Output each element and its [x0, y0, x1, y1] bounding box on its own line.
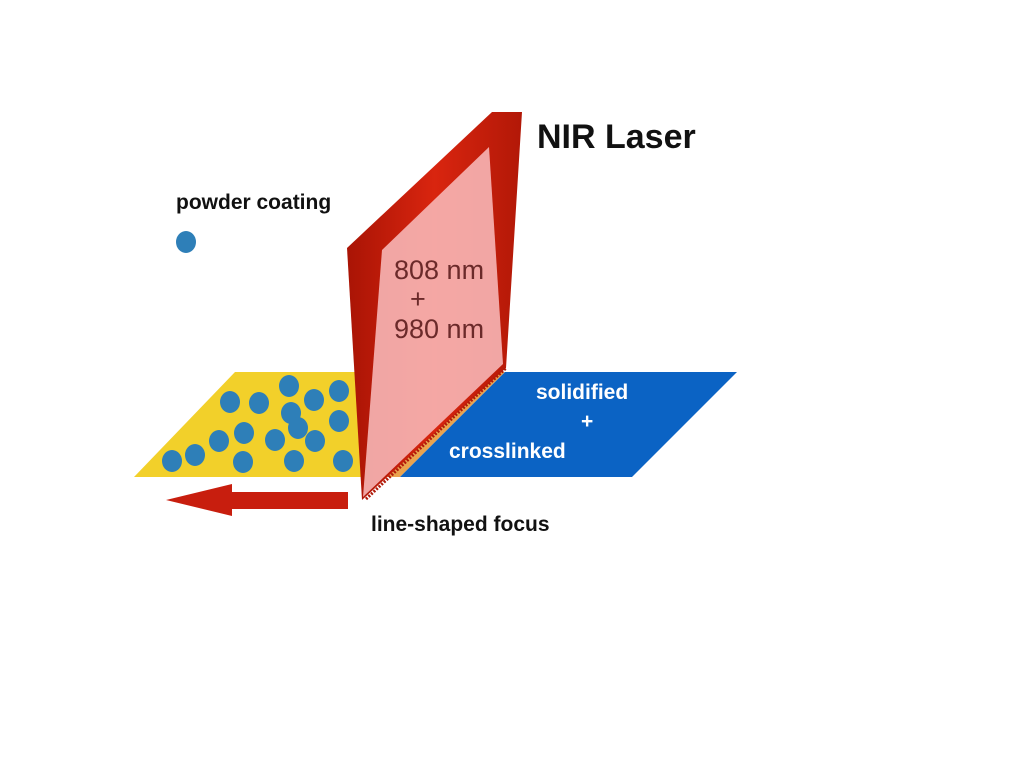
line-focus-label: line-shaped focus — [371, 513, 550, 536]
focus-line — [364, 366, 508, 501]
particle — [279, 375, 299, 397]
particle — [234, 422, 254, 444]
particle — [329, 380, 349, 402]
particle — [304, 389, 324, 411]
particle — [284, 450, 304, 472]
solidified-label: solidified — [536, 381, 629, 404]
laser-title: NIR Laser — [537, 118, 696, 156]
particle — [185, 444, 205, 466]
particle — [233, 451, 253, 473]
wavelength-808: 808 nm — [394, 255, 485, 285]
solidified-strip — [400, 372, 737, 477]
arrow-left-icon — [166, 484, 348, 516]
particle — [249, 392, 269, 414]
powder-coating-label: powder coating — [176, 191, 332, 214]
particle — [288, 417, 308, 439]
particle — [220, 391, 240, 413]
crosslinked-label: crosslinked — [449, 440, 566, 463]
wavelength-980: 980 nm — [394, 314, 485, 344]
particle — [162, 450, 182, 472]
particle — [333, 450, 353, 472]
legend-particle-icon — [176, 231, 196, 253]
particle — [209, 430, 229, 452]
particle — [329, 410, 349, 432]
wavelength-plus: + — [410, 284, 426, 314]
particle — [305, 430, 325, 452]
particle — [265, 429, 285, 451]
solidified-plus: + — [581, 410, 594, 433]
laser-beam-sheet — [363, 147, 503, 497]
